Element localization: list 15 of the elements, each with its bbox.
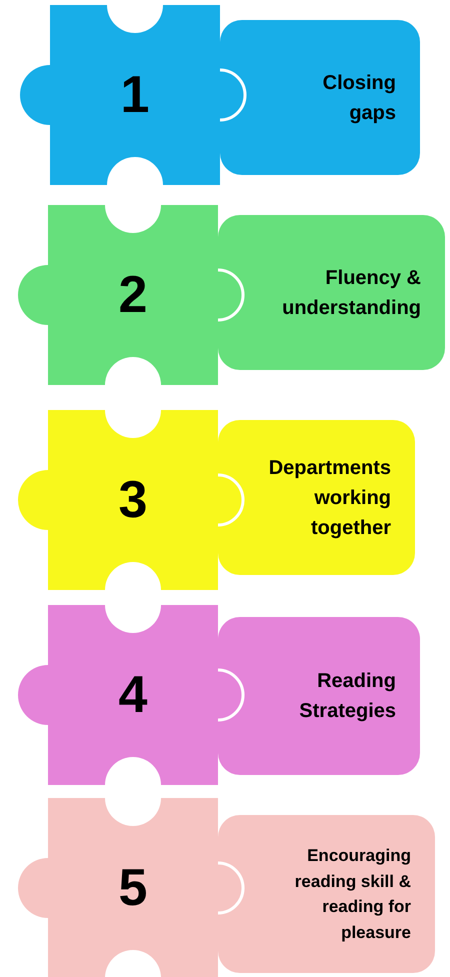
step-number: 3 [118,474,148,526]
label-tab [218,420,415,575]
step-number: 5 [118,862,148,914]
step-label: Encouraging reading skill & reading for pleasure [294,845,411,944]
step-label: Departments working together [268,456,391,540]
step-label: Closing gaps [322,70,396,126]
step-label: Fluency & understanding [281,266,421,320]
step-number: 1 [120,69,150,121]
step-label: Reading Strategies [298,669,396,724]
step-number: 2 [118,269,148,321]
label-tab [218,815,435,973]
label-tab [218,617,420,775]
label-tab [218,215,445,370]
step-number: 4 [118,669,148,721]
label-tab [220,20,420,175]
